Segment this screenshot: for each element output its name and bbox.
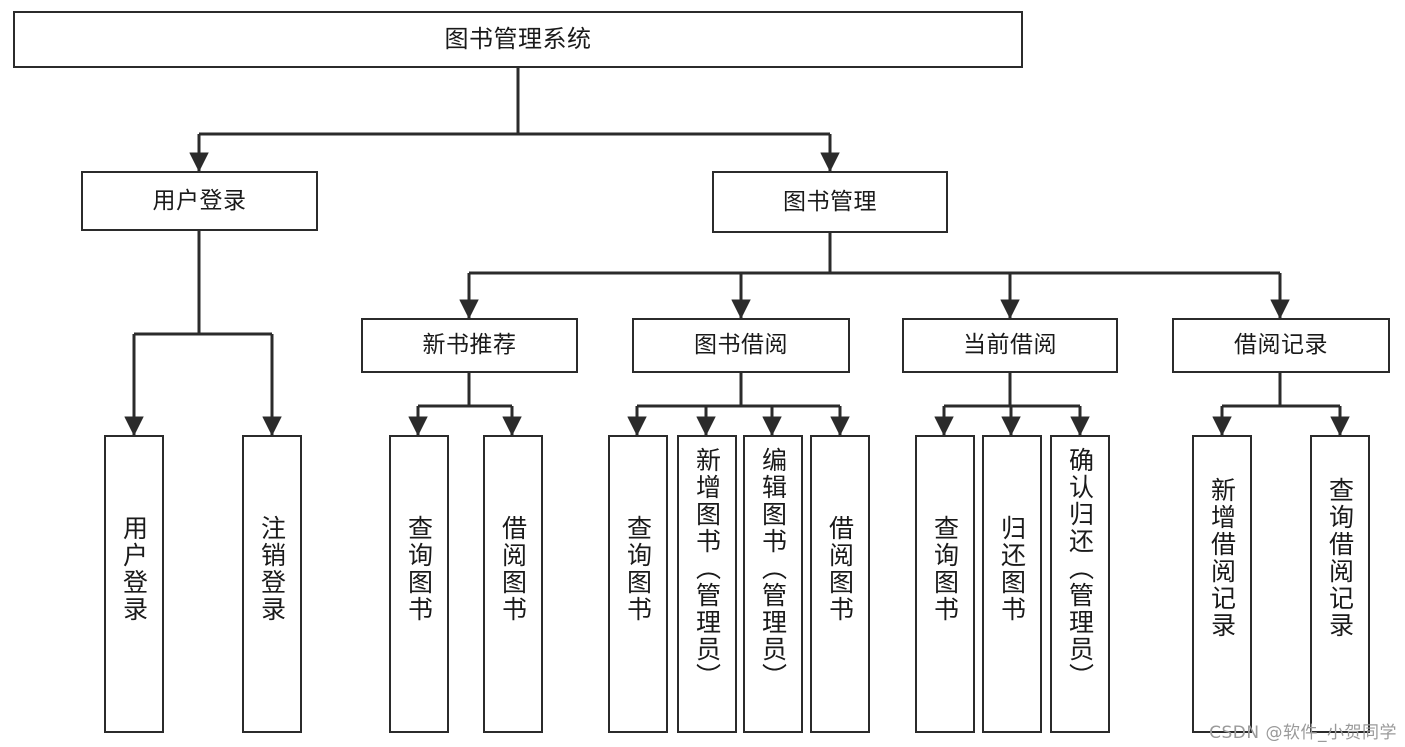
node-current-borrow-label: 当前借阅 bbox=[963, 332, 1057, 359]
node-borrow-record[interactable]: 借阅记录 bbox=[1172, 318, 1390, 373]
node-leaf-query-book-recommend[interactable]: 查询图书 bbox=[389, 435, 449, 733]
node-leaf-borrow-book-recommend-label: 借阅图书 bbox=[498, 515, 528, 623]
node-leaf-add-book-admin[interactable]: 新增图书（管理员） bbox=[677, 435, 737, 733]
node-leaf-query-book-recommend-label: 查询图书 bbox=[404, 515, 434, 623]
node-leaf-add-book-admin-label: 新增图书（管理员） bbox=[692, 447, 722, 690]
node-book-borrow-label: 图书借阅 bbox=[694, 332, 788, 359]
node-leaf-add-borrow-record[interactable]: 新增借阅记录 bbox=[1192, 435, 1252, 733]
node-leaf-query-book-current-label: 查询图书 bbox=[930, 515, 960, 623]
node-new-book-recommend[interactable]: 新书推荐 bbox=[361, 318, 578, 373]
node-leaf-user-logout[interactable]: 注销登录 bbox=[242, 435, 302, 733]
node-leaf-borrow-book-recommend[interactable]: 借阅图书 bbox=[483, 435, 543, 733]
node-root[interactable]: 图书管理系统 bbox=[13, 11, 1023, 68]
node-leaf-edit-book-admin[interactable]: 编辑图书（管理员） bbox=[743, 435, 803, 733]
node-leaf-add-borrow-record-label: 新增借阅记录 bbox=[1207, 477, 1237, 639]
node-new-book-recommend-label: 新书推荐 bbox=[422, 332, 517, 359]
node-leaf-query-book-current[interactable]: 查询图书 bbox=[915, 435, 975, 733]
node-leaf-user-login-label: 用户登录 bbox=[119, 515, 149, 623]
node-leaf-query-book-borrow[interactable]: 查询图书 bbox=[608, 435, 668, 733]
node-root-label: 图书管理系统 bbox=[444, 24, 592, 53]
node-leaf-user-login[interactable]: 用户登录 bbox=[104, 435, 164, 733]
node-borrow-record-label: 借阅记录 bbox=[1234, 332, 1328, 359]
node-current-borrow[interactable]: 当前借阅 bbox=[902, 318, 1118, 373]
node-leaf-user-logout-label: 注销登录 bbox=[257, 515, 287, 623]
watermark: CSDN @软件_小贺同学 bbox=[1209, 723, 1397, 743]
node-leaf-confirm-return-admin[interactable]: 确认归还（管理员） bbox=[1050, 435, 1110, 733]
node-leaf-return-book-label: 归还图书 bbox=[997, 515, 1027, 623]
node-book-borrow[interactable]: 图书借阅 bbox=[632, 318, 850, 373]
node-leaf-query-book-borrow-label: 查询图书 bbox=[623, 515, 653, 623]
node-leaf-borrow-book-label: 借阅图书 bbox=[825, 515, 855, 623]
node-leaf-edit-book-admin-label: 编辑图书（管理员） bbox=[758, 447, 788, 690]
node-leaf-borrow-book[interactable]: 借阅图书 bbox=[810, 435, 870, 733]
node-user-login-label: 用户登录 bbox=[152, 187, 247, 214]
node-book-management[interactable]: 图书管理 bbox=[712, 171, 948, 233]
node-leaf-query-borrow-record[interactable]: 查询借阅记录 bbox=[1310, 435, 1370, 733]
node-leaf-confirm-return-admin-label: 确认归还（管理员） bbox=[1065, 447, 1095, 690]
node-leaf-query-borrow-record-label: 查询借阅记录 bbox=[1325, 477, 1355, 639]
node-leaf-return-book[interactable]: 归还图书 bbox=[982, 435, 1042, 733]
node-user-login[interactable]: 用户登录 bbox=[81, 171, 318, 231]
node-book-management-label: 图书管理 bbox=[783, 188, 877, 215]
